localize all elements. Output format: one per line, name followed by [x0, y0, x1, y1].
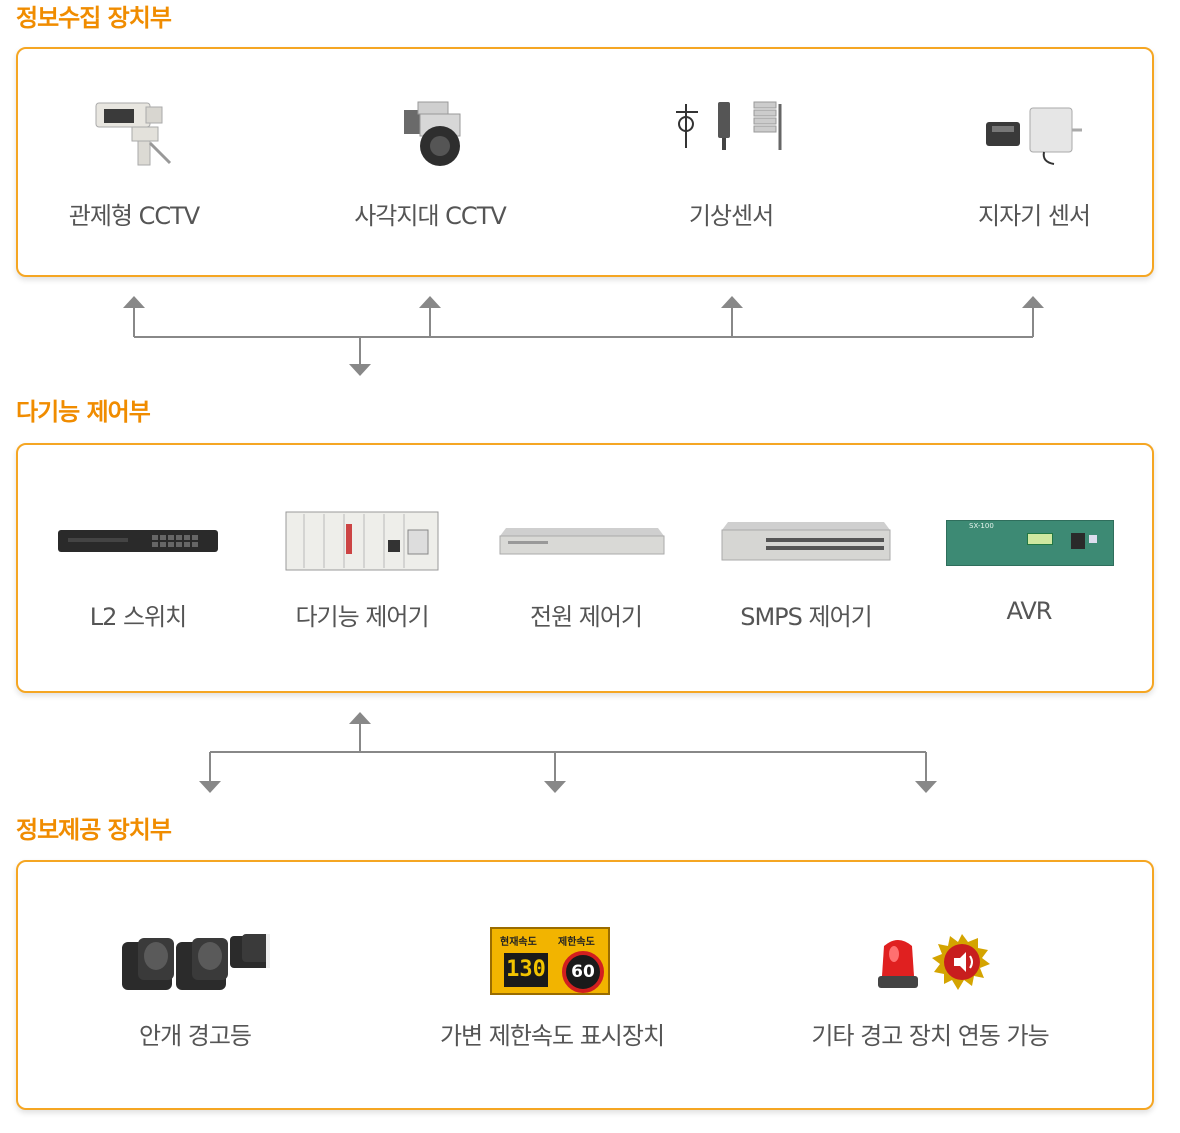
speed-sign-icon: 현재속도 제한속도 130 60: [490, 927, 610, 995]
item-label: 전원 제어기: [530, 597, 642, 632]
arrow-up-icon: [1022, 296, 1044, 308]
arrow-down-icon: [349, 364, 371, 376]
smps-icon: [720, 518, 892, 564]
limit-speed-label: 제한속도: [558, 933, 595, 948]
item-label: 가변 제한속도 표시장치: [440, 1016, 664, 1051]
item-label: 다기능 제어기: [295, 597, 428, 632]
section-title-provide: 정보제공 장치부: [16, 810, 171, 845]
arrow-up-icon: [721, 296, 743, 308]
item-label: 안개 경고등: [139, 1016, 251, 1051]
item-label: AVR: [1007, 597, 1052, 625]
item-label: 기타 경고 장치 연동 가능: [811, 1016, 1048, 1051]
section-title-control: 다기능 제어부: [16, 392, 150, 427]
warning-light-icon: [872, 932, 996, 994]
current-speed-label: 현재속도: [500, 933, 537, 948]
arrow-up-icon: [349, 712, 371, 724]
arrow-up-icon: [419, 296, 441, 308]
avr-icon: SX-100: [946, 520, 1114, 566]
item-label: SMPS 제어기: [740, 597, 872, 632]
switch-icon: [56, 526, 220, 556]
power-controller-icon: [498, 524, 666, 558]
arrow-down-icon: [544, 781, 566, 793]
avr-panel-text: SX-100: [969, 522, 994, 530]
current-speed-value: 130: [504, 953, 548, 987]
arrow-down-icon: [199, 781, 221, 793]
fog-lamp-icon: [118, 932, 274, 994]
control-panel: [16, 443, 1154, 693]
arrow-up-icon: [123, 296, 145, 308]
limit-speed-value: 60: [562, 951, 604, 993]
arrow-down-icon: [915, 781, 937, 793]
controller-rack-icon: [284, 510, 440, 572]
item-label: L2 스위치: [90, 597, 187, 632]
